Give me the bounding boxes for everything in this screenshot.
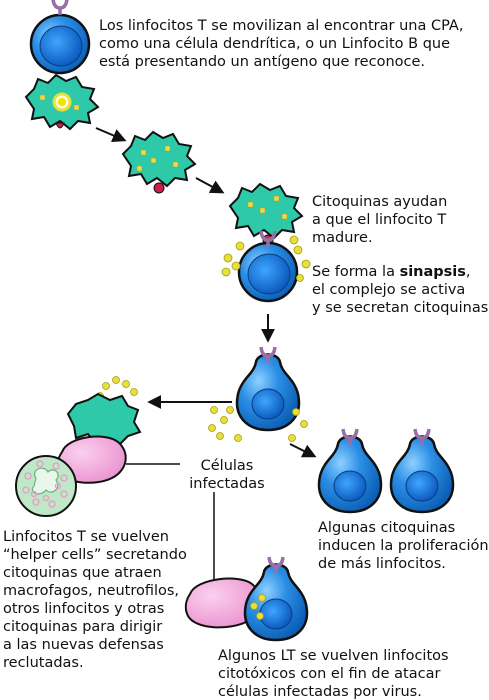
t-cell-synapse xyxy=(237,241,299,303)
text-apc-encounter: Los linfocitos T se movilizan al encontr… xyxy=(99,18,464,70)
dendritic-cell-processing xyxy=(122,131,196,194)
text-synapse: Se forma la sinapsis, el complejo se act… xyxy=(312,264,489,316)
dendritic-cell-apc xyxy=(25,74,99,130)
cytokines-synapse xyxy=(221,235,311,282)
t-cell-mature xyxy=(235,353,301,432)
t-cell-proliferated-1 xyxy=(317,435,383,514)
arrow-right xyxy=(289,443,317,458)
macrophage xyxy=(15,455,77,517)
cytotoxic-granules xyxy=(250,594,266,620)
tcr-receptor-icon xyxy=(51,0,69,17)
dendritic-cell-synapse xyxy=(229,183,303,246)
arrow-2 xyxy=(195,177,225,194)
arrow-1 xyxy=(95,127,127,143)
helper-dendritic-cell xyxy=(66,392,142,446)
t-cell-proliferated-2 xyxy=(389,435,455,514)
text-helper-cells: Linfocitos T se vuelven“helper cells” se… xyxy=(3,529,187,671)
t-cell-initial xyxy=(29,13,91,75)
